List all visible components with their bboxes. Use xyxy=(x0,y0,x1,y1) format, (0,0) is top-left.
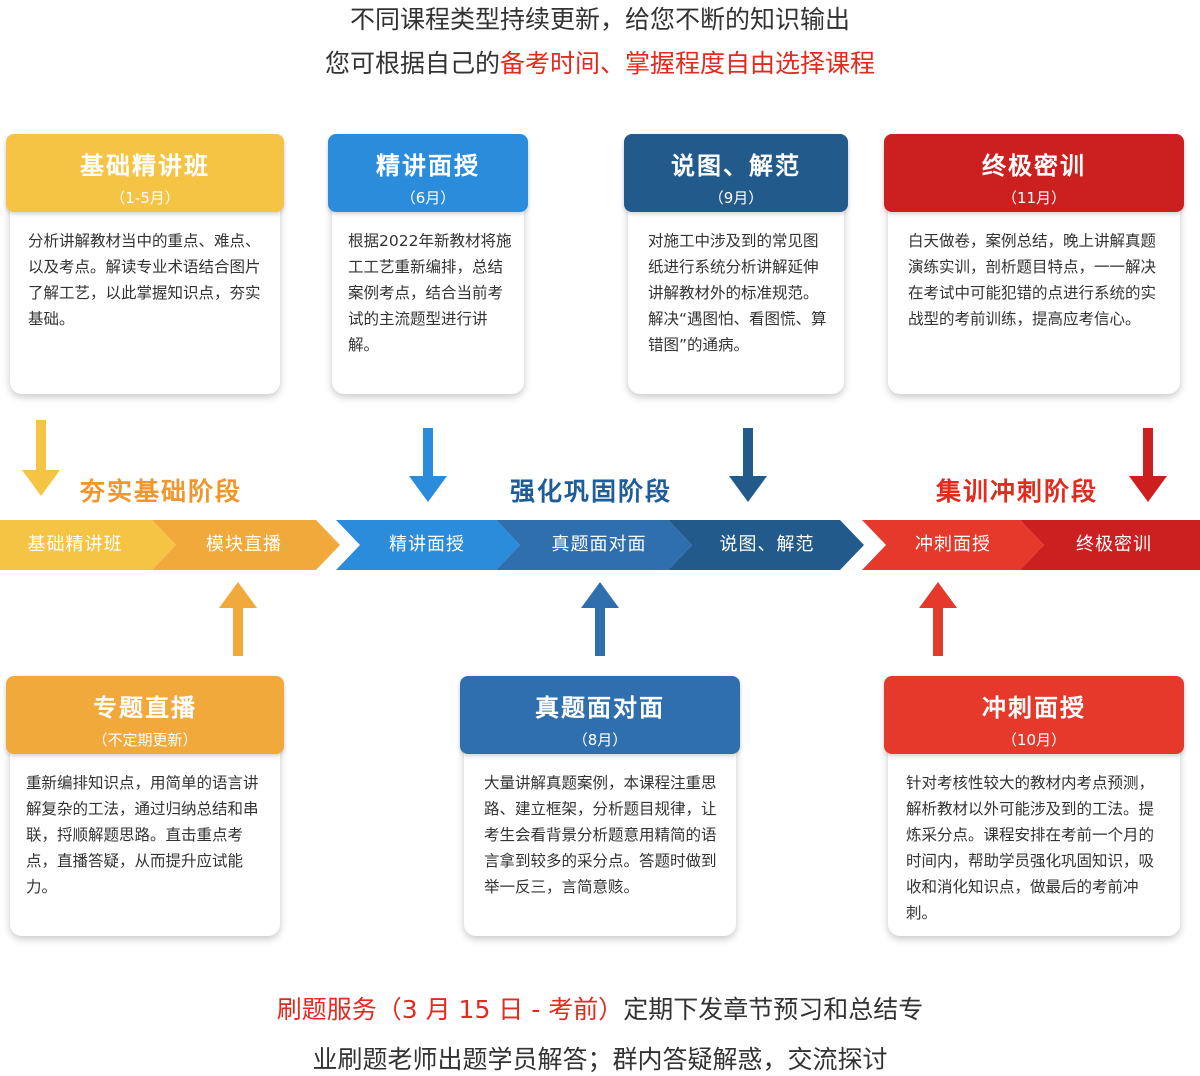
down-arrow-icon xyxy=(409,428,447,502)
course-card-title: 基础精讲班 xyxy=(80,152,210,180)
course-card-description: 对施工中涉及到的常见图纸进行系统分析讲解延伸讲解教材外的标准规范。解决“遇图怕、… xyxy=(648,232,827,354)
course-card-past-exams: 真题面对面 （8月） 大量讲解真题案例，本课程注重思路、建立框架，分析题目规律，… xyxy=(460,676,740,936)
course-card-drawings-header: 说图、解范 （9月） xyxy=(624,134,848,212)
stage-title-foundation: 夯实基础阶段 xyxy=(80,477,243,506)
course-card-title: 专题直播 xyxy=(93,694,197,722)
course-card-description: 重新编排知识点，用简单的语言讲解复杂的工法，通过归纳总结和串联，捋顺解题思路。直… xyxy=(26,774,259,896)
timeline-label: 终极密训 xyxy=(1076,534,1152,555)
course-card-period: （11月） xyxy=(1001,189,1067,207)
course-card-title: 终极密训 xyxy=(982,152,1086,180)
course-card-live: 专题直播 （不定期更新） 重新编排知识点，用简单的语言讲解复杂的工法，通过归纳总… xyxy=(6,676,284,936)
timeline-label: 说图、解范 xyxy=(719,534,815,555)
course-card-live-header: 专题直播 （不定期更新） xyxy=(6,676,284,754)
timeline-label: 冲刺面授 xyxy=(915,534,991,555)
course-card-description: 根据2022年新教材将施工工艺重新编排，总结案例考点，结合当前考试的主流题型进行… xyxy=(348,232,512,354)
timeline-label: 基础精讲班 xyxy=(27,534,123,555)
timeline-band xyxy=(0,520,1200,570)
header-line-2: 您可根据自己的备考时间、掌握程度自由选择课程 xyxy=(0,44,1200,80)
course-card-intensive: 精讲面授 （6月） 根据2022年新教材将施工工艺重新编排，总结案例考点，结合当… xyxy=(328,134,528,394)
course-card-title: 冲刺面授 xyxy=(982,694,1086,722)
timeline-label: 精讲面授 xyxy=(389,534,465,555)
course-card-final-header: 终极密训 （11月） xyxy=(884,134,1184,212)
timeline-segment xyxy=(0,520,176,570)
course-card-title: 说图、解范 xyxy=(671,152,801,180)
course-card-description: 针对考核性较大的教材内考点预测，解析教材以外可能涉及到的工法。提炼采分点。课程安… xyxy=(906,774,1155,922)
timeline-label: 模块直播 xyxy=(206,534,282,555)
stage-title-sprint: 集训冲刺阶段 xyxy=(936,477,1099,506)
course-card-period: （6月） xyxy=(400,189,456,207)
course-card-period: （1-5月） xyxy=(110,189,180,207)
course-card-description: 白天做卷，案例总结，晚上讲解真题演练实训，剖析题目特点，一一解决在考试中可能犯错… xyxy=(908,232,1157,328)
down-arrow-icon xyxy=(22,420,60,496)
down-arrow-icon xyxy=(729,428,767,502)
up-arrow-icon xyxy=(919,582,957,656)
header-line-1: 不同课程类型持续更新，给您不断的知识输出 xyxy=(349,5,850,34)
header-line-2-highlight: 备考时间、掌握程度自由选择课程 xyxy=(500,49,876,78)
up-arrow-icon xyxy=(219,582,257,656)
down-arrow-icon xyxy=(1129,428,1167,502)
footer-line-2: 业刷题老师出题学员解答；群内答疑解惑，交流探讨 xyxy=(312,1045,888,1074)
stage-title-reinforce: 强化巩固阶段 xyxy=(510,477,673,506)
course-card-intensive-header: 精讲面授 （6月） xyxy=(328,134,528,212)
course-card-period: （9月） xyxy=(708,189,764,207)
timeline-segment xyxy=(862,520,1044,570)
course-card-title: 真题面对面 xyxy=(535,694,665,722)
timeline-segment xyxy=(496,520,692,570)
timeline-segment xyxy=(152,520,340,570)
footer-highlight: 刷题服务（3 月 15 日 - 考前） xyxy=(276,995,624,1024)
course-card-period: （8月） xyxy=(572,731,628,749)
footer-line-1-rest: 定期下发章节预习和总结专 xyxy=(623,995,924,1024)
up-arrow-icon xyxy=(581,582,619,656)
course-card-period: （不定期更新） xyxy=(92,731,198,749)
course-card-sprint-header: 冲刺面授 （10月） xyxy=(884,676,1184,754)
course-card-drawings: 说图、解范 （9月） 对施工中涉及到的常见图纸进行系统分析讲解延伸讲解教材外的标… xyxy=(624,134,848,394)
timeline-segment xyxy=(1020,520,1200,570)
timeline-segment xyxy=(336,520,520,570)
footer-line-1: 刷题服务（3 月 15 日 - 考前）定期下发章节预习和总结专 xyxy=(0,990,1200,1026)
course-card-period: （10月） xyxy=(1001,731,1067,749)
course-card-description: 大量讲解真题案例，本课程注重思路、建立框架，分析题目规律，让考生会看背景分析题意… xyxy=(484,774,717,896)
course-card-sprint: 冲刺面授 （10月） 针对考核性较大的教材内考点预测，解析教材以外可能涉及到的工… xyxy=(884,676,1184,936)
course-card-basic: 基础精讲班 （1-5月） 分析讲解教材当中的重点、难点、以及考点。解读专业术语结… xyxy=(6,134,284,394)
course-card-title: 精讲面授 xyxy=(376,152,480,180)
course-card-past-exams-header: 真题面对面 （8月） xyxy=(460,676,740,754)
timeline-label: 真题面对面 xyxy=(551,534,647,555)
course-card-basic-header: 基础精讲班 （1-5月） xyxy=(6,134,284,212)
course-card-description: 分析讲解教材当中的重点、难点、以及考点。解读专业术语结合图片了解工艺，以此掌握知… xyxy=(28,232,261,328)
header-line-2-prefix: 您可根据自己的 xyxy=(324,49,500,78)
course-card-final: 终极密训 （11月） 白天做卷，案例总结，晚上讲解真题演练实训，剖析题目特点，一… xyxy=(884,134,1184,394)
timeline-segment xyxy=(668,520,864,570)
